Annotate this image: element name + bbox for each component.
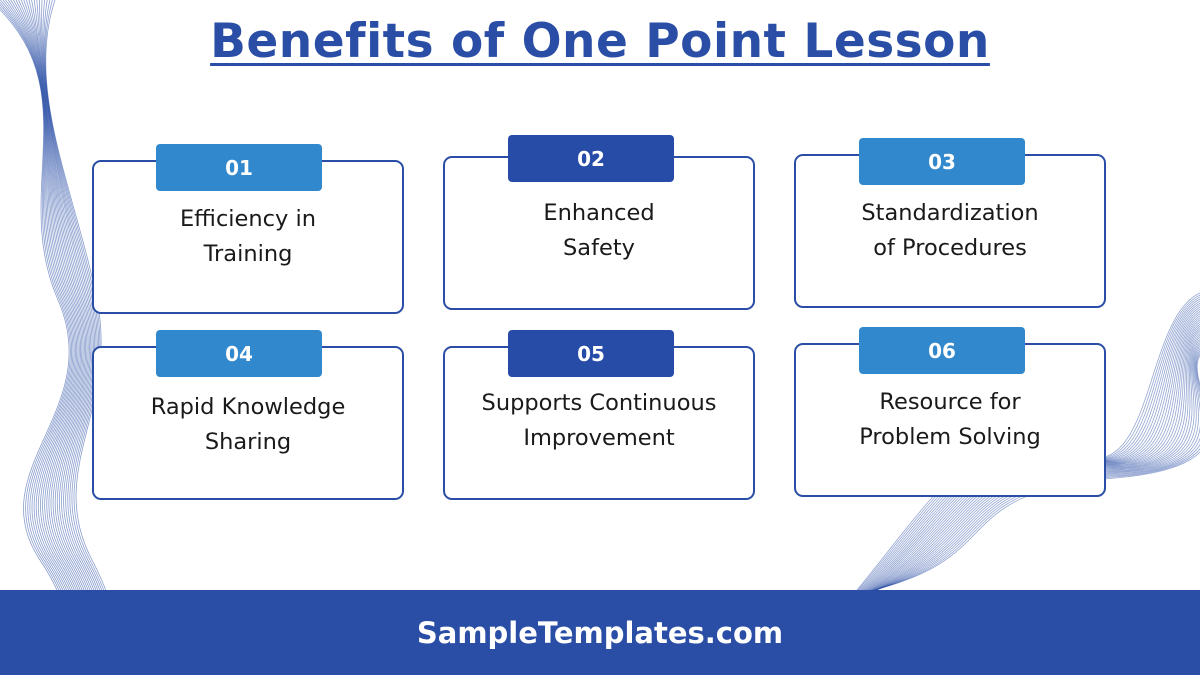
wave-line [39, 0, 102, 675]
page-title: Benefits of One Point Lesson [0, 14, 1200, 69]
benefit-number-badge-02: 02 [508, 135, 674, 182]
benefit-card-text: Rapid Knowledge Sharing [150, 394, 346, 455]
wave-line [45, 0, 113, 675]
wave-line [20, 0, 89, 675]
benefit-number-badge-05: 05 [508, 330, 674, 377]
wave-line [5, 0, 78, 675]
benefit-number-badge-04: 04 [156, 330, 322, 377]
wave-line [26, 0, 93, 675]
benefit-card-text: Enhanced Safety [543, 200, 655, 261]
wave-line [0, 9, 70, 675]
wave-line [15, 0, 85, 675]
wave-line [0, 0, 75, 675]
wave-line [31, 0, 96, 675]
benefit-number-badge-06: 06 [859, 327, 1025, 374]
wave-line [0, 4, 73, 675]
wave-line [23, 0, 91, 675]
footer-bar: SampleTemplates.com [0, 590, 1200, 675]
wave-line [44, 0, 111, 675]
wave-line [41, 0, 104, 675]
wave-line [7, 0, 80, 675]
benefit-card-text: Efficiency in Training [179, 206, 317, 267]
wave-line [18, 0, 87, 675]
wave-line [0, 1, 74, 675]
benefit-card-text: Resource for Problem Solving [859, 389, 1041, 450]
wave-line [13, 0, 83, 675]
decorative-wave-lines-left [0, 0, 113, 675]
benefit-card-text: Supports Continuous Improvement [481, 390, 717, 451]
page-title-text: Benefits of One Point Lesson [210, 14, 990, 69]
benefit-card-text: Standardization of Procedures [861, 200, 1039, 261]
benefit-card-03: Standardization of Procedures [794, 154, 1106, 308]
wave-line [36, 0, 100, 675]
benefit-number-badge-01: 01 [156, 144, 322, 191]
benefit-number-badge-03: 03 [859, 138, 1025, 185]
wave-line [10, 0, 82, 675]
wave-line [0, 7, 71, 675]
footer-site-name: SampleTemplates.com [416, 615, 784, 650]
wave-line [43, 0, 107, 675]
wave-line [28, 0, 94, 675]
wave-line [42, 0, 105, 675]
wave-line [44, 0, 109, 675]
wave-line [33, 0, 98, 675]
wave-line [2, 0, 76, 675]
